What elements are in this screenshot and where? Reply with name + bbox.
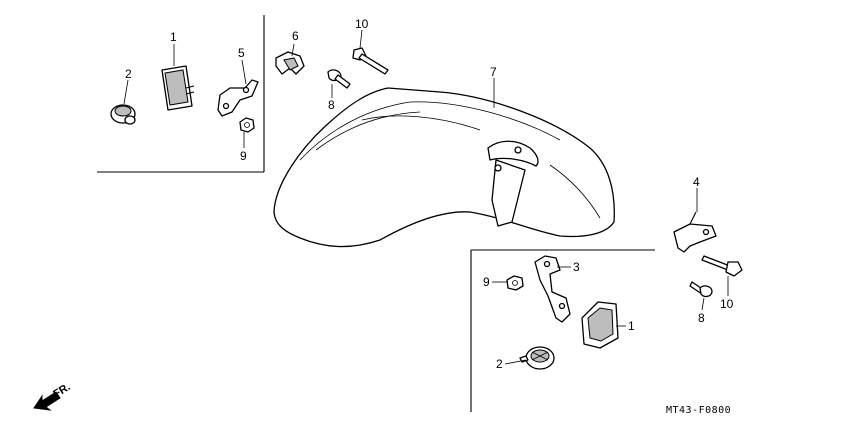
callout-8-right: 8 [698,311,705,325]
callout-3: 3 [573,260,580,274]
diagram-code: MT43-F0800 [666,405,731,416]
grommet-top [110,104,136,125]
front-direction-indicator: FR. [33,381,73,411]
callout-9-bottom: 9 [483,275,490,289]
arrow-icon [33,391,61,411]
callout-labels: 1 2 5 9 6 10 8 7 4 10 8 3 9 1 2 [125,17,734,371]
callout-6: 6 [292,29,299,43]
callout-10-right: 10 [720,297,734,311]
bracket-5 [217,79,259,117]
bracket-3 [534,255,571,323]
reflector-bottom [581,301,619,349]
callout-2-top: 2 [125,67,132,81]
bracket-4 [673,211,717,253]
inset-frame-left [97,15,265,173]
callout-1-bottom: 1 [628,319,635,333]
bolt-10-right [701,255,743,277]
callout-8-top: 8 [328,98,335,112]
nut-9-bottom [506,275,524,291]
screw-8-right [689,281,713,298]
leader-lines [123,29,729,365]
callout-10-top: 10 [355,17,369,31]
grommet-bottom [519,346,555,370]
clip-6 [275,51,305,75]
inset-frame-right [470,249,655,412]
callout-7: 7 [490,65,497,79]
callout-5: 5 [238,46,245,60]
callout-2-bottom: 2 [496,357,503,371]
callout-9-top: 9 [240,149,247,163]
nut-9-top [239,117,255,133]
reflector-top [161,65,195,111]
callout-4: 4 [693,175,700,189]
screw-8-top [327,69,351,89]
front-fender [273,87,615,248]
bolt-10-top [352,47,389,75]
callout-1-top: 1 [170,30,177,44]
